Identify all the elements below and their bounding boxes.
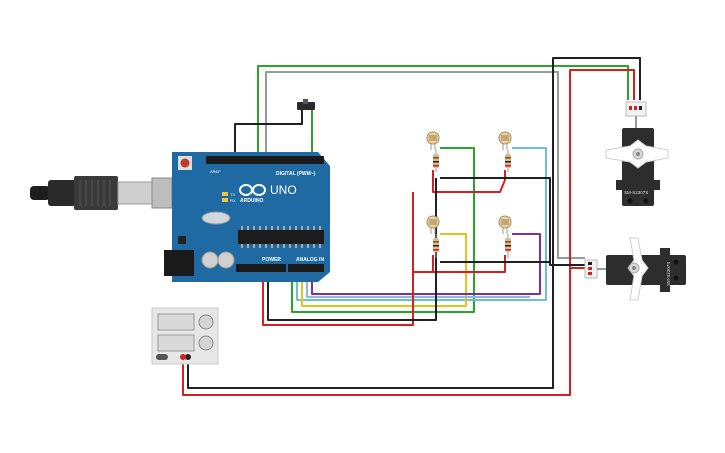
current-knob[interactable]: [198, 335, 214, 351]
wire-red-ldr-bus-3: [413, 255, 434, 273]
display-voltage: [157, 313, 195, 331]
wire-green-ldr1: [291, 147, 475, 313]
resistor-icon[interactable]: [505, 150, 511, 172]
wire-red-ldr-bus-4: [433, 255, 506, 273]
tx-label: TX: [230, 192, 235, 197]
photoresistor-icon[interactable]: [498, 215, 512, 234]
power-header-label: POWER: [262, 257, 281, 263]
crystal: [201, 211, 231, 225]
model-label: UNO: [270, 183, 297, 197]
microcontroller-chip: [238, 230, 324, 244]
resistor-icon[interactable]: [505, 234, 511, 258]
power-header[interactable]: [236, 264, 286, 272]
photoresistor-icon[interactable]: [498, 131, 512, 150]
wire-red-ldr-bus-2: [262, 192, 414, 326]
digital-header-label: DIGITAL (PWM~): [276, 171, 316, 177]
ldr-group-4: [498, 215, 512, 258]
ldr-group-3: [426, 215, 440, 258]
digital-header[interactable]: [206, 156, 324, 164]
aref-label: AREF: [210, 169, 221, 174]
usb-cable-icon: [30, 176, 173, 210]
power-jack: [164, 250, 194, 276]
wire-gray-top: [265, 71, 585, 259]
slide-switch-icon[interactable]: [297, 99, 315, 110]
wire-black-switch: [234, 108, 303, 158]
positive-terminal[interactable]: [180, 354, 186, 360]
arduino-uno-board[interactable]: DIGITAL (PWM~) POWER ANALOG IN AREF TX R…: [164, 152, 330, 282]
analog-header[interactable]: [288, 264, 324, 272]
power-supply-icon[interactable]: [151, 307, 219, 365]
capacitor: [217, 251, 235, 269]
negative-terminal[interactable]: [185, 354, 191, 360]
servo-model-label: SM-S2307S: [624, 190, 648, 195]
resistor-icon[interactable]: [433, 150, 439, 172]
arduino-logo-icon: [239, 184, 266, 196]
ldr-group-2: [498, 131, 512, 172]
resistor-icon[interactable]: [433, 234, 439, 258]
rx-label: RX: [230, 198, 236, 203]
servo-model-label: SM-S2307S: [666, 262, 671, 286]
wire-lightblue: [306, 270, 530, 298]
servo-motor-top[interactable]: SM-S2307S: [605, 101, 669, 206]
servo-motor-bottom[interactable]: SM-S2307S: [584, 237, 686, 301]
photoresistor-icon[interactable]: [426, 131, 440, 150]
brand-label: ARDUINO: [240, 198, 263, 204]
wire-purple-ldr4: [311, 233, 541, 295]
photoresistor-icon[interactable]: [426, 215, 440, 234]
wire-green-servo-signal: [257, 65, 629, 158]
wire-black-ldr-bus: [440, 177, 585, 266]
analog-header-label: ANALOG IN: [296, 257, 324, 263]
wire-red-ldr-bus: [432, 170, 506, 193]
capacitor: [201, 251, 219, 269]
wire-red-servo-top: [182, 69, 635, 396]
voltage-knob[interactable]: [198, 314, 214, 330]
wire-teal-ldr2: [296, 147, 547, 301]
power-toggle[interactable]: [156, 354, 168, 360]
display-current: [157, 334, 195, 352]
wire-black-servo-top: [187, 57, 641, 389]
wire-yellow-ldr3: [301, 233, 467, 307]
ldr-group-1: [426, 131, 440, 172]
